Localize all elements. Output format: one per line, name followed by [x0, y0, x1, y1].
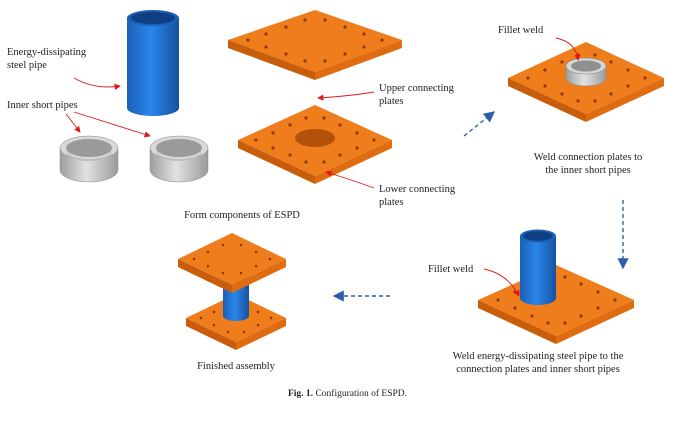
label-lower-plates-line1: Lower connecting	[379, 184, 456, 195]
leader-weld-top	[555, 37, 581, 61]
leader-upper-plate	[317, 91, 375, 101]
arrow-to-step1	[463, 111, 496, 137]
caption-step2-line2: connection plates and inner short pipes	[456, 364, 620, 375]
figure-number: Fig. 1.	[287, 389, 314, 399]
label-inner-short-pipes: Inner short pipes	[7, 100, 78, 111]
leader-lower-plate	[325, 170, 375, 189]
label-upper-plates-line2: plates	[379, 96, 404, 107]
leader-short-pipe-right	[73, 111, 151, 138]
plate-with-short-pipe	[508, 42, 664, 122]
caption-step1-line1: Weld connection plates to	[533, 152, 643, 163]
label-steel-pipe: Energy-dissipating steel pipe	[7, 46, 86, 72]
upper-connecting-plate	[228, 10, 402, 80]
caption-step1-line2: the inner short pipes	[545, 165, 631, 176]
caption-finished: Finished assembly	[197, 361, 275, 372]
caption-step1: Weld connection plates to the inner shor…	[508, 151, 668, 177]
label-steel-pipe-line2: steel pipe	[7, 60, 47, 71]
inner-short-pipe-right	[149, 135, 209, 183]
label-lower-plates: Lower connecting plates	[379, 183, 455, 209]
label-fillet-weld-top: Fillet weld	[498, 25, 544, 36]
label-fillet-weld-bottom: Fillet weld	[428, 264, 474, 275]
label-upper-plates: Upper connecting plates	[379, 82, 454, 108]
plate-with-steel-pipe	[478, 229, 634, 344]
leader-weld-bottom	[483, 268, 520, 297]
leader-lines	[65, 37, 581, 297]
steel-pipe-standalone	[127, 10, 179, 116]
label-lower-plates-line2: plates	[379, 197, 404, 208]
leader-steel-pipe	[73, 77, 121, 90]
caption-step2-line1: Weld energy-dissipating steel pipe to th…	[452, 351, 624, 362]
label-steel-pipe-line1: Energy-dissipating	[7, 47, 87, 58]
leader-short-pipe-left	[65, 113, 81, 133]
caption-form-components: Form components of ESPD	[184, 210, 300, 221]
figure-caption: Fig. 1. Configuration of ESPD.	[0, 389, 695, 399]
finished-assembly	[178, 233, 286, 350]
label-upper-plates-line1: Upper connecting	[379, 83, 454, 94]
figure-title: Configuration of ESPD.	[315, 389, 408, 399]
inner-short-pipe-left	[59, 135, 119, 183]
caption-step2: Weld energy-dissipating steel pipe to th…	[428, 350, 648, 376]
lower-connecting-plate	[238, 105, 392, 184]
process-arrows	[332, 111, 629, 302]
